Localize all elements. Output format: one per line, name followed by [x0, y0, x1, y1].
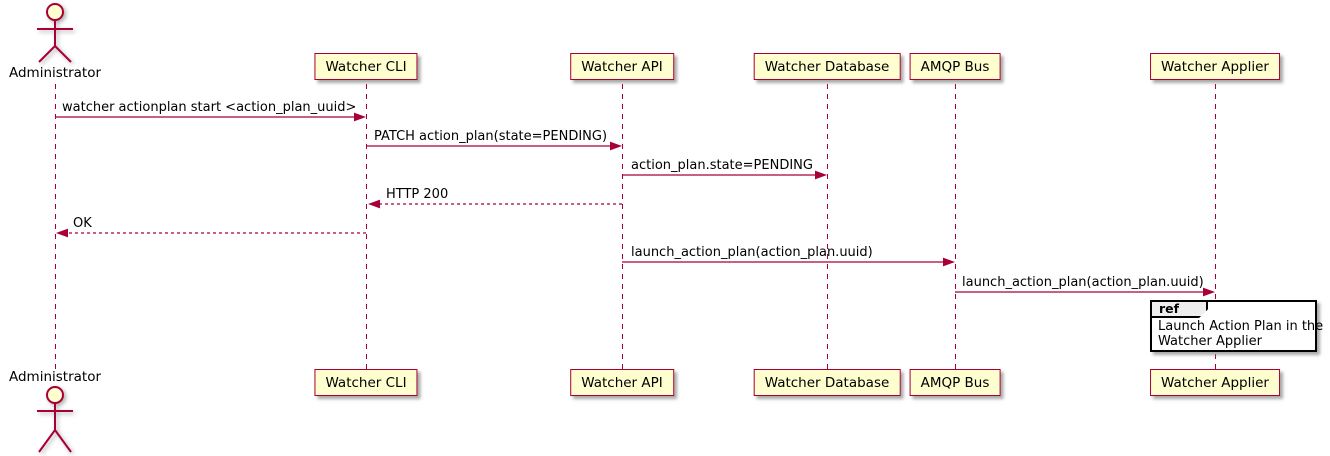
message-label-2: PATCH action_plan(state=PENDING) — [374, 129, 608, 144]
participant-box-watcher-database-bottom: Watcher Database — [753, 369, 901, 396]
message-label-5: OK — [73, 216, 92, 231]
actor-label-administrator-top: Administrator — [8, 65, 102, 81]
participant-label: Watcher Database — [764, 375, 890, 391]
participant-box-amqp-bus-top: AMQP Bus — [909, 53, 1001, 80]
participant-label: AMQP Bus — [920, 375, 990, 391]
message-arrow-1 — [55, 112, 366, 122]
participant-label: Watcher API — [581, 375, 663, 391]
actor-label-administrator-bottom: Administrator — [8, 369, 102, 385]
message-arrow-5 — [56, 228, 366, 238]
participant-label: AMQP Bus — [920, 59, 990, 75]
ref-fragment: ref Launch Action Plan in the Watcher Ap… — [1150, 300, 1323, 352]
administrator-actor-icon-bottom — [37, 386, 73, 453]
participant-label: Watcher Database — [764, 59, 890, 75]
message-label-4: HTTP 200 — [386, 187, 449, 202]
message-label-6: launch_action_plan(action_plan.uuid) — [631, 245, 873, 260]
participant-label: Watcher CLI — [325, 59, 407, 75]
ref-fragment-text-line1: Launch Action Plan in the — [1158, 319, 1324, 334]
message-arrow-3 — [622, 170, 827, 180]
participant-label: Watcher Applier — [1161, 375, 1269, 391]
message-arrow-2 — [366, 141, 622, 151]
participant-box-watcher-database-top: Watcher Database — [753, 53, 901, 80]
participant-label: Watcher Applier — [1161, 59, 1269, 75]
participant-box-watcher-api-top: Watcher API — [570, 53, 674, 80]
participant-box-amqp-bus-bottom: AMQP Bus — [909, 369, 1001, 396]
message-label-7: launch_action_plan(action_plan.uuid) — [962, 275, 1204, 290]
participant-label: Watcher CLI — [325, 375, 407, 391]
administrator-actor-icon-top — [37, 3, 73, 63]
participant-box-watcher-applier-top: Watcher Applier — [1150, 53, 1280, 80]
participant-box-watcher-api-bottom: Watcher API — [570, 369, 674, 396]
ref-fragment-text-line2: Watcher Applier — [1158, 334, 1262, 349]
participant-box-watcher-applier-bottom: Watcher Applier — [1150, 369, 1280, 396]
participant-box-watcher-cli-bottom: Watcher CLI — [314, 369, 418, 396]
ref-fragment-tag: ref — [1152, 302, 1208, 318]
message-label-1: watcher actionplan start <action_plan_uu… — [62, 100, 357, 115]
message-arrow-4 — [368, 199, 622, 209]
participant-box-watcher-cli-top: Watcher CLI — [314, 53, 418, 80]
ref-fragment-text: Launch Action Plan in the Watcher Applie… — [1158, 319, 1323, 349]
message-arrow-7 — [955, 287, 1215, 297]
message-label-3: action_plan.state=PENDING — [631, 158, 813, 173]
message-arrow-6 — [622, 257, 955, 267]
participant-label: Watcher API — [581, 59, 663, 75]
